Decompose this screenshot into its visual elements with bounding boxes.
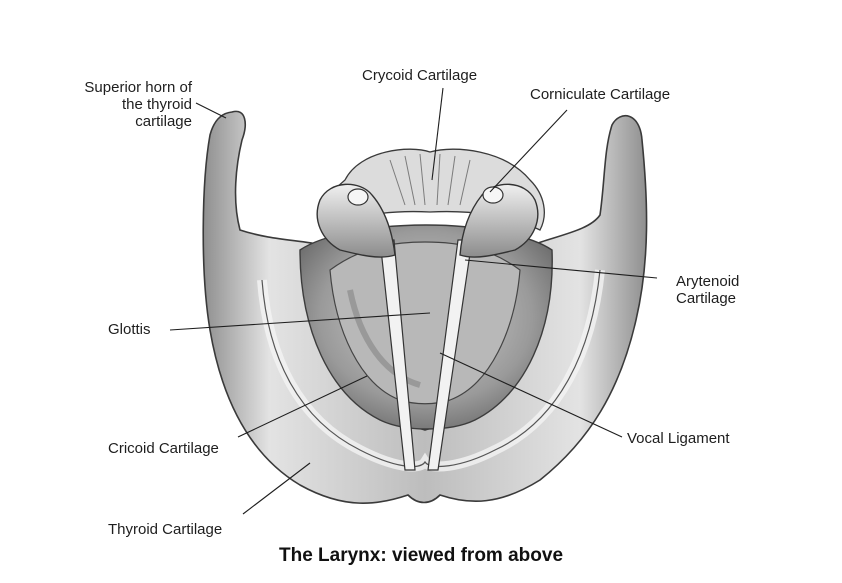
leader-cricoid	[237, 375, 368, 438]
corniculate-right	[482, 186, 504, 204]
leader-arytenoid	[464, 259, 658, 279]
corniculate-left	[347, 188, 369, 206]
leader-glottis	[169, 312, 431, 331]
label-glottis: Glottis	[108, 321, 151, 338]
arytenoid-left	[316, 183, 396, 258]
leader-vocal-ligament	[439, 352, 623, 438]
label-vocal-ligament: Vocal Ligament	[627, 430, 730, 447]
label-corniculate-cartilage: Corniculate Cartilage	[530, 86, 671, 103]
leader-superior-horn	[195, 102, 227, 119]
arytenoid-right	[459, 183, 539, 258]
label-arytenoid-cartilage: Arytenoid Cartilage	[676, 273, 740, 307]
label-cricoid-cartilage: Cricoid Cartilage	[108, 440, 219, 457]
glottis-shape	[329, 241, 521, 405]
label-crycoid-cartilage: Crycoid Cartilage	[362, 67, 478, 84]
leader-corniculate	[489, 109, 568, 193]
leader-thyroid	[242, 462, 311, 515]
label-thyroid-cartilage: Thyroid Cartilage	[108, 521, 223, 538]
leader-crycoid	[431, 87, 444, 181]
label-superior-horn: Superior horn of the thyroid cartilage	[84, 79, 192, 130]
diagram-caption: The Larynx: viewed from above	[278, 545, 564, 566]
